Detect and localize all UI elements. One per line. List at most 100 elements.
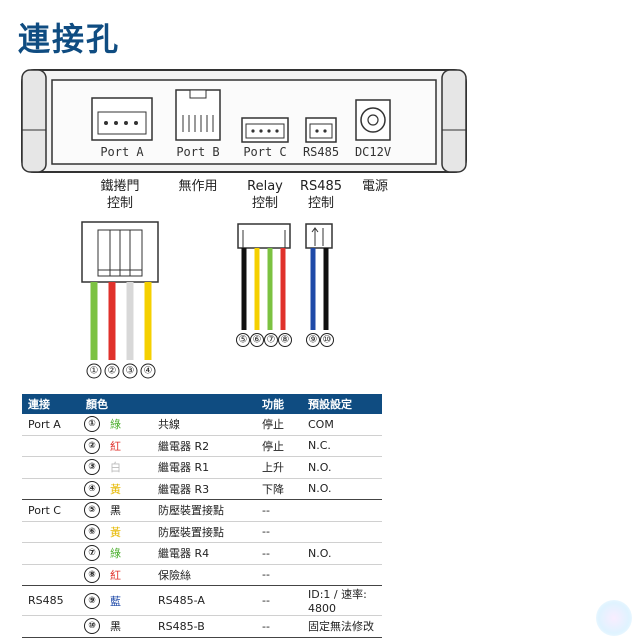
wire-number-badge: ④: [84, 480, 100, 497]
wire-number-7: ⑦: [267, 335, 276, 346]
caption-rs485-line1: RS485: [300, 179, 342, 194]
wire-number-3: ③: [126, 366, 135, 377]
port-a-plug: [81, 221, 159, 283]
caption-port-c-line2: 控制: [252, 196, 278, 211]
cell-default: [302, 564, 382, 586]
cell-name: 繼電器 R3: [152, 478, 256, 500]
rs485-connector: [305, 117, 337, 143]
cell-color: 紅: [104, 564, 152, 586]
cell-number: ⑥: [80, 521, 104, 543]
cell-number: ③: [80, 456, 104, 479]
cell-port: [22, 542, 80, 565]
wire-number-badge: ⑩: [84, 618, 100, 635]
cell-function: 上升: [256, 456, 302, 479]
cell-name: 繼電器 R1: [152, 456, 256, 479]
cell-name: RS485-B: [152, 615, 256, 638]
wire-number-badge: ②: [84, 437, 100, 454]
col-header-name: [152, 394, 256, 414]
cell-name: 共線: [152, 414, 256, 436]
port-c-label: Port C: [243, 145, 286, 159]
cell-port: RS485: [22, 585, 80, 616]
cell-port: [22, 435, 80, 457]
wire-number-5: ⑤: [239, 335, 248, 346]
cell-port: [22, 478, 80, 500]
wire-number-badge: ⑧: [84, 566, 100, 583]
cell-function: --: [256, 521, 302, 543]
cell-number: ⑩: [80, 615, 104, 638]
caption-rs485-line2: 控制: [308, 196, 334, 211]
cell-color: 綠: [104, 414, 152, 436]
cell-number: ④: [80, 478, 104, 500]
cell-default: [302, 499, 382, 522]
cell-port: [22, 456, 80, 479]
cell-color: 黃: [104, 478, 152, 500]
wire-number-badge: ⑤: [84, 502, 100, 519]
port-c-connector: [241, 117, 289, 143]
cell-port: Port C: [22, 499, 80, 522]
dc-jack: [355, 99, 391, 141]
wire-number-badge: ⑥: [84, 523, 100, 540]
cell-number: ①: [80, 414, 104, 436]
port-b-connector: [175, 89, 221, 141]
caption-port-a-line2: 控制: [107, 196, 133, 211]
cell-number: ②: [80, 435, 104, 457]
col-header-default: 預設設定: [302, 394, 382, 414]
connector-diagram: Port A Port B Port C RS485 DC12V 鐵捲門 控制 …: [21, 69, 467, 379]
wire-number-6: ⑥: [253, 335, 262, 346]
wire-number-badge: ⑦: [84, 545, 100, 562]
caption-port-b-line1: 無作用: [178, 179, 217, 194]
cell-name: 防壓裝置接點: [152, 521, 256, 543]
cell-port: [22, 615, 80, 638]
page-title: 連接孔: [18, 20, 121, 58]
col-header-color: 顏色: [80, 394, 152, 414]
wire-number-4: ④: [144, 366, 153, 377]
port-b-label: Port B: [176, 145, 219, 159]
cell-function: --: [256, 585, 302, 616]
port-c-plug: [237, 223, 291, 249]
cell-function: 下降: [256, 478, 302, 500]
wire-number-2: ②: [108, 366, 117, 377]
cell-function: --: [256, 542, 302, 565]
cell-number: ⑨: [80, 585, 104, 616]
wire-number-badge: ⑨: [84, 592, 100, 609]
wire-number-badge: ①: [84, 416, 100, 433]
cell-name: 保險絲: [152, 564, 256, 586]
cell-function: --: [256, 499, 302, 522]
port-a-connector: [91, 97, 153, 141]
cell-function: 停止: [256, 435, 302, 457]
cell-function: --: [256, 615, 302, 638]
cell-name: RS485-A: [152, 585, 256, 616]
cell-color: 黃: [104, 521, 152, 543]
watermark-logo: [596, 600, 632, 636]
wire-number-9: ⑨: [309, 335, 318, 346]
caption-port-a-line1: 鐵捲門: [100, 178, 139, 194]
col-header-connection: 連接: [22, 394, 80, 414]
wire-number-8: ⑧: [281, 335, 290, 346]
rs485-port-label: RS485: [303, 145, 339, 159]
cell-default: N.O.: [302, 542, 382, 565]
cell-color: 黑: [104, 499, 152, 522]
cell-number: ⑤: [80, 499, 104, 522]
cell-port: [22, 521, 80, 543]
cell-default: COM: [302, 414, 382, 436]
port-a-label: Port A: [100, 145, 144, 159]
cell-function: 停止: [256, 414, 302, 436]
caption-port-c-line1: Relay: [247, 179, 283, 194]
cell-default: N.C.: [302, 435, 382, 457]
cell-function: --: [256, 564, 302, 586]
dc12v-label: DC12V: [355, 145, 391, 159]
cell-color: 綠: [104, 542, 152, 565]
cell-name: 防壓裝置接點: [152, 499, 256, 522]
wire-number-10: ⑩: [323, 335, 332, 346]
cell-number: ⑦: [80, 542, 104, 565]
cell-color: 紅: [104, 435, 152, 457]
cell-default: ID:1 / 速率: 4800: [302, 585, 382, 616]
